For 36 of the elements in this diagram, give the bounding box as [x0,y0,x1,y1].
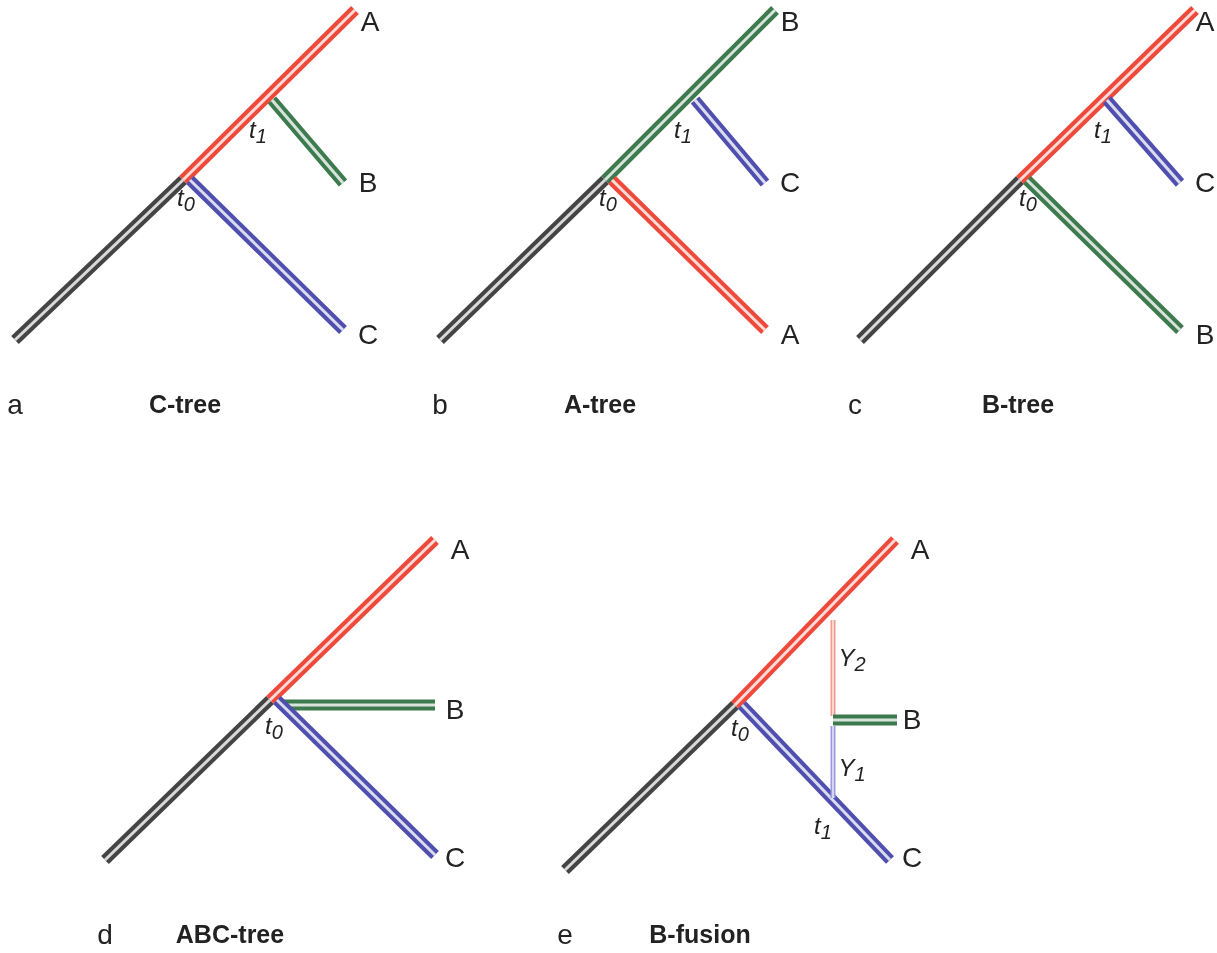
text-label: e [557,919,573,951]
text-label: B [780,6,800,38]
text-label: A [1195,6,1215,38]
text-label: C [357,319,379,351]
text-label: A [910,534,930,566]
node-label: Υ$_{2}$ [838,644,866,676]
text-label: B [1195,319,1215,351]
text-label: C [901,842,923,874]
text-label: B [445,694,465,726]
text-label: C [444,842,466,874]
panel-title: C-tree [148,391,222,419]
panel-title: B-fusion [649,921,751,949]
node-label: t$_{1}$ [249,116,267,148]
text-label: B [902,704,922,736]
panel-title: A-tree [563,391,637,419]
text-label: A [780,319,800,351]
text-label: C [1194,167,1216,199]
node-label: t$_{0}$ [731,714,749,746]
text-label: b [432,389,448,421]
text-label: a [7,389,23,421]
node-label: t$_{0}$ [177,184,195,216]
text-label: A [450,534,470,566]
node-label: t$_{0}$ [599,184,617,216]
panel-title: B-tree [981,391,1055,419]
node-label: t$_{0}$ [265,712,283,744]
node-label: t$_{1}$ [1094,116,1112,148]
node-label: t$_{1}$ [674,116,692,148]
node-label: t$_{0}$ [1019,184,1037,216]
text-label: c [848,389,862,421]
panel-title: ABC-tree [175,921,285,949]
node-label: t$_{1}$ [814,812,832,844]
node-label: Υ$_{1}$ [838,754,866,786]
text-label: d [97,919,113,951]
text-label: A [360,6,380,38]
text-label: C [779,167,801,199]
text-label: B [358,167,378,199]
